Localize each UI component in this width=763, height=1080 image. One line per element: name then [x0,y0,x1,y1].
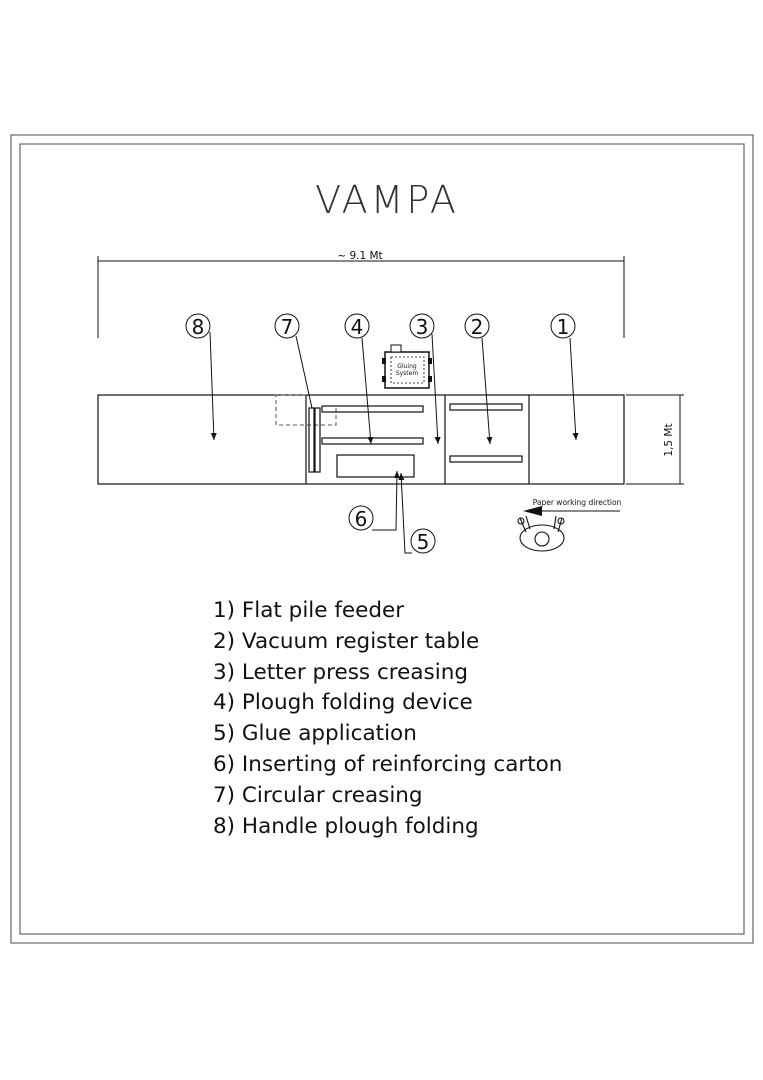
legend-item: 8) Handle plough folding [213,813,479,839]
legend-item: 2) Vacuum register table [213,628,480,654]
operator-icon [517,515,565,552]
width-dimension [626,394,684,485]
outer-frame [10,134,754,944]
station-label-1: 1 [557,315,570,339]
station-marker-6: 6 [348,470,400,531]
gluing-system-label-1: Gluing [397,363,417,370]
station-label-8: 8 [192,315,205,339]
station-label-2: 2 [471,315,484,339]
station-marker-1: 1 [550,313,579,441]
legend-item: 1) Flat pile feeder [213,598,405,623]
glue-application-box [336,454,415,478]
station-marker-2: 2 [464,313,493,445]
machine-outline [97,394,625,485]
station-marker-3: 3 [409,313,441,445]
inner-frame [19,143,745,935]
vacuum-register-bars [449,403,523,463]
station-label-5: 5 [417,530,430,554]
direction-arrow [523,506,620,516]
station-label-7: 7 [281,315,294,339]
gluing-system-label-2: System [396,370,419,377]
legend-item: 7) Circular creasing [213,782,423,808]
length-dimension [97,256,625,338]
station-marker-8: 8 [185,313,217,441]
legend-item: 3) Letter press creasing [213,659,469,685]
legend-item: 5) Glue application [213,721,417,747]
station-label-3: 3 [416,315,429,339]
station-marker-5: 5 [398,472,436,554]
legend-item: 4) Plough folding device [213,690,473,716]
circular-creasing-unit [308,407,321,473]
legend-item: 6) Inserting of reinforcing carton [213,751,563,777]
station-label-6: 6 [355,507,368,531]
station-marker-7: 7 [274,313,313,409]
width-label: 1,5 Mt [663,423,675,456]
dashed-outline [275,394,337,426]
plough-folding-bars [321,405,424,445]
drawing-title: VAMPA [315,178,459,222]
gluing-system-unit [382,344,432,389]
station-marker-4: 4 [344,313,374,445]
direction-label: Paper working direction [533,498,622,507]
station-label-4: 4 [351,315,364,339]
length-label: ~ 9.1 Mt [337,250,382,262]
legend-list: 1) Flat pile feeder 2) Vacuum register t… [213,596,562,842]
